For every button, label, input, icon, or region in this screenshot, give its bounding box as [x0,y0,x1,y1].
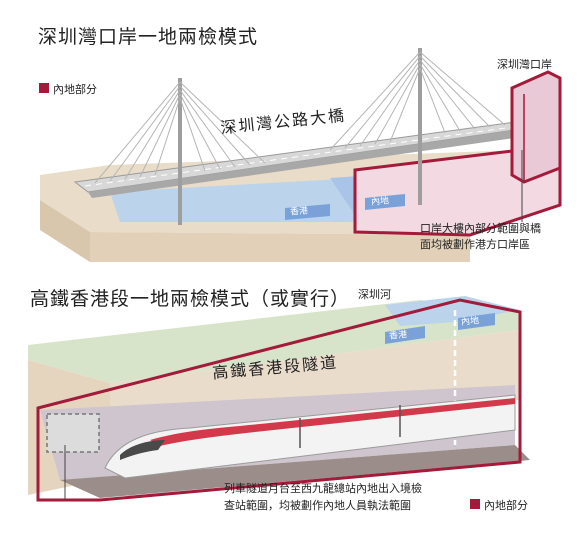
bay-mainland-label: 內地 [370,196,390,208]
river-label: 深圳河 [358,288,391,301]
bay-mainland-tag [365,194,405,210]
tunnel-note-line2: 查站範圍，均被劃作內地人員執法範圍 [224,499,411,512]
tunnel-mainland-tag [458,313,495,330]
tunnel-hk-tag [385,326,425,344]
top-legend-label: 內地部分 [53,83,97,96]
bay-ground-front [40,200,90,262]
bridge-cables-right [329,51,506,151]
bottom-legend-swatch [470,499,480,509]
port-building [510,70,562,184]
top-title: 深圳灣口岸一地兩檢模式 [38,26,259,48]
bay-hk-tag [285,204,330,220]
bay-note-line2: 面均被劃作港方口岸區 [420,238,530,251]
mainland-zone-tunnel [36,298,522,502]
port-label: 深圳灣口岸 [497,58,552,71]
bay-ground-front2 [90,232,470,262]
train-window [120,440,165,460]
tunnel-mainland-label: 內地 [460,316,480,328]
top-scene [40,48,562,262]
tunnel-floor [60,445,530,498]
tunnel-portal [46,413,100,453]
tunnel-back-wall [110,330,520,410]
bottom-title: 高鐵香港段一地兩檢模式（或實行） [30,288,351,310]
tunnel-hk-label: 香港 [388,330,408,342]
tunnel-note-line1: 列車隧道月台至西九龍總站內地出入境檢 [224,482,422,495]
bottom-legend-label: 內地部分 [484,499,528,512]
river [385,296,520,326]
bottom-scene [28,296,530,502]
top-legend-swatch [39,83,49,93]
train-stripe [150,398,515,446]
bridge-lane [84,125,521,187]
bay-note-line1: 口岸大樓內部分範圍與橋 [420,222,541,235]
bay-hk-label: 香港 [289,206,309,218]
bridge-cables-left [94,81,266,184]
